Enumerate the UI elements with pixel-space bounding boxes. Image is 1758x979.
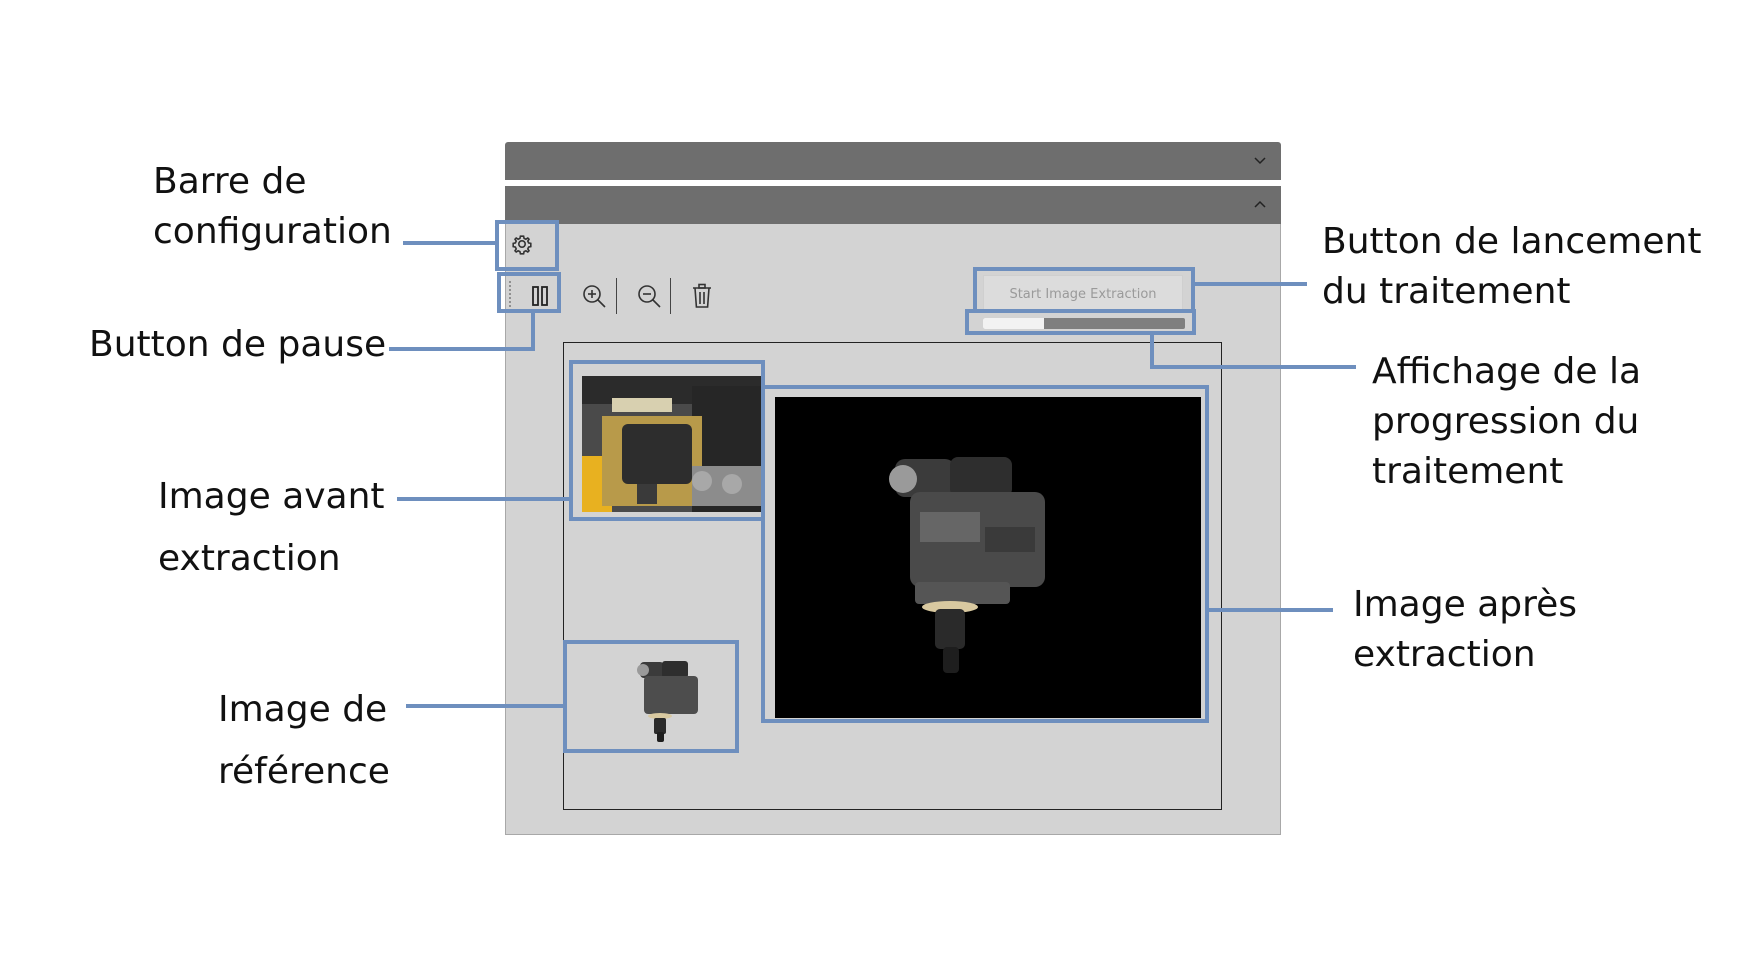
highlight-progress-bar bbox=[965, 309, 1196, 335]
leader-line-pause bbox=[389, 347, 535, 351]
highlight-image-reference bbox=[563, 640, 739, 753]
leader-line-image-before bbox=[397, 497, 569, 501]
leader-line-progress bbox=[1150, 335, 1154, 369]
label-pause-button: Button de pause bbox=[89, 320, 386, 370]
gear-icon[interactable] bbox=[507, 229, 537, 259]
label-line: Button de pause bbox=[89, 324, 387, 365]
label-line: Image avant bbox=[158, 476, 385, 517]
label-line: Image après bbox=[1353, 584, 1578, 625]
progress-fill bbox=[983, 318, 1044, 329]
zoom-in-icon[interactable] bbox=[579, 281, 609, 311]
label-line: Image de bbox=[218, 689, 388, 730]
label-line: référence bbox=[218, 751, 390, 792]
highlight-image-before bbox=[569, 360, 765, 521]
label-progress: Affichage de la progression du traitemen… bbox=[1372, 347, 1641, 497]
highlight-pause-button bbox=[497, 272, 561, 313]
leader-line-start bbox=[1195, 282, 1307, 286]
label-image-reference: Image de référence bbox=[218, 679, 390, 803]
section-header-collapsed[interactable] bbox=[505, 142, 1281, 180]
zoom-out-icon[interactable] bbox=[634, 281, 664, 311]
highlight-image-after bbox=[761, 385, 1209, 723]
label-line: Button de lancement bbox=[1322, 221, 1702, 262]
label-line: Barre de bbox=[153, 161, 307, 202]
leader-line-progress bbox=[1150, 365, 1356, 369]
label-line: extraction bbox=[158, 538, 341, 579]
extraction-progress-bar bbox=[983, 318, 1185, 329]
chevron-down-icon[interactable] bbox=[1251, 151, 1269, 169]
label-line: configuration bbox=[153, 211, 392, 252]
trash-icon[interactable] bbox=[687, 281, 717, 311]
label-image-after: Image après extraction bbox=[1353, 580, 1577, 680]
pause-icon[interactable] bbox=[525, 281, 555, 311]
label-image-before: Image avant extraction bbox=[158, 466, 385, 590]
label-line: du traitement bbox=[1322, 271, 1571, 312]
label-line: Affichage de la bbox=[1372, 351, 1642, 392]
label-line: progression du bbox=[1372, 401, 1640, 442]
label-line: extraction bbox=[1353, 634, 1536, 675]
highlight-start-button bbox=[973, 267, 1195, 313]
toolbar-separator bbox=[670, 278, 671, 314]
toolbar-grip[interactable] bbox=[508, 280, 512, 310]
before-extraction-image bbox=[582, 376, 764, 512]
chevron-up-icon[interactable] bbox=[1251, 195, 1269, 213]
leader-line-config bbox=[403, 241, 495, 245]
after-extraction-image bbox=[775, 397, 1201, 718]
toolbar-separator bbox=[616, 278, 617, 314]
highlight-config-bar bbox=[495, 220, 559, 271]
leader-line-pause bbox=[531, 313, 535, 351]
leader-line-image-reference bbox=[406, 704, 563, 708]
reference-image bbox=[630, 656, 710, 746]
label-start-button: Button de lancement du traitement bbox=[1322, 217, 1701, 317]
label-config-bar: Barre de configuration bbox=[153, 157, 392, 257]
leader-line-image-after bbox=[1209, 608, 1333, 612]
section-header-expanded[interactable] bbox=[505, 186, 1281, 224]
label-line: traitement bbox=[1372, 451, 1564, 492]
